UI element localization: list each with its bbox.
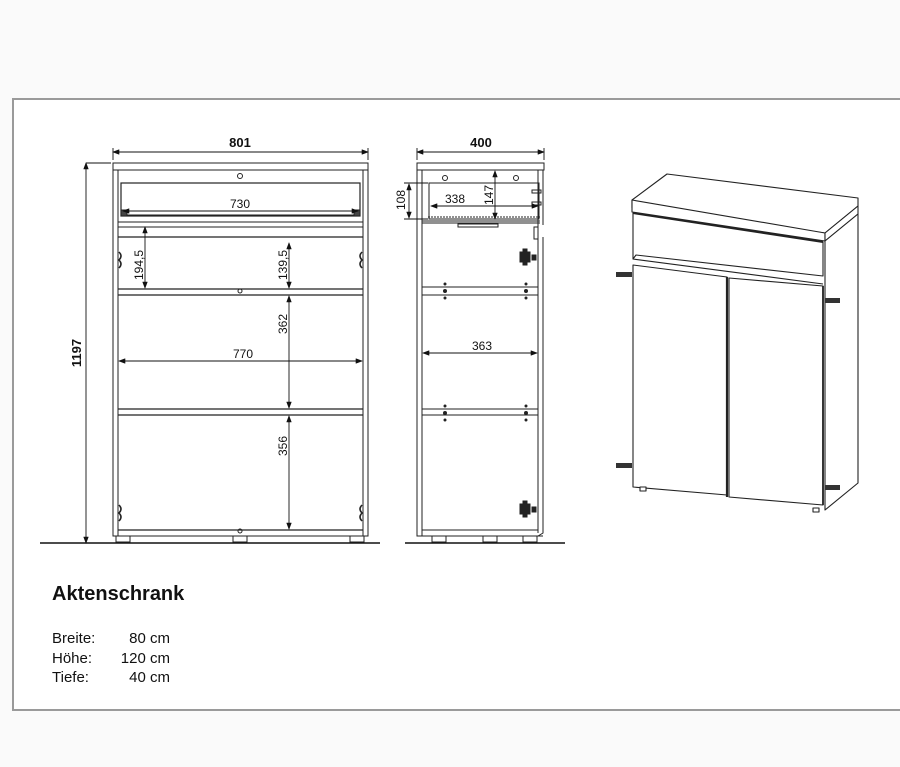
- dim-drawer-width: 730: [230, 197, 250, 211]
- dim-inner-width: 770: [233, 347, 253, 361]
- dim-middle-height: 362: [276, 314, 290, 334]
- spec-label: Breite:: [52, 630, 96, 647]
- dim-inner-depth: 363: [472, 339, 492, 353]
- dim-bottom-height: 356: [276, 436, 290, 456]
- spec-row-height: Höhe: 120 cm: [52, 649, 170, 669]
- dim-overall-height: 1197: [69, 339, 84, 367]
- specs-list: Breite: 80 cm Höhe: 120 cm Tiefe: 40 cm: [52, 629, 170, 688]
- spec-value: 120 cm: [120, 649, 170, 667]
- product-title: Aktenschrank: [52, 583, 185, 605]
- spec-value: 40 cm: [129, 669, 170, 686]
- spec-row-depth: Tiefe: 40 cm: [52, 668, 170, 688]
- dim-compartment-right: 139,5: [276, 250, 290, 280]
- dim-drawer-depth: 338: [445, 192, 465, 206]
- dim-drawer-height: 147: [482, 185, 496, 205]
- dim-overall-width: 801: [229, 135, 251, 150]
- spec-label: Tiefe:: [52, 669, 89, 686]
- front-view: [112, 162, 369, 543]
- isometric-view: [616, 173, 859, 513]
- dim-compartment-left: 194,5: [132, 250, 146, 280]
- dim-drawer-front-height: 108: [394, 190, 408, 210]
- spec-label: Höhe:: [52, 649, 93, 667]
- side-view: [416, 162, 545, 543]
- dim-overall-depth: 400: [470, 135, 492, 150]
- spec-value: 80 cm: [129, 630, 170, 647]
- spec-row-width: Breite: 80 cm: [52, 629, 170, 649]
